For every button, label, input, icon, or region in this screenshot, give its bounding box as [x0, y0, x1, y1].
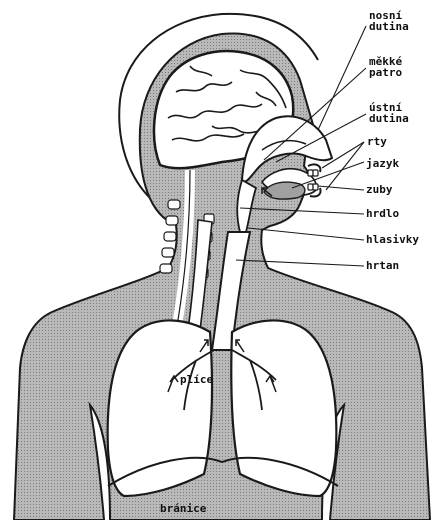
label-ustni-line2: dutina: [369, 113, 409, 124]
label-ustni-dutina: ústní dutina: [369, 102, 409, 124]
right-lung: [231, 320, 336, 496]
label-nosni-line2: dutina: [369, 21, 409, 32]
label-jazyk: jazyk: [366, 158, 399, 169]
label-zuby: zuby: [366, 184, 393, 195]
label-hrdlo: hrdlo: [366, 208, 399, 219]
label-hlasivky: hlasivky: [366, 234, 419, 245]
label-hrtan: hrtan: [366, 260, 399, 271]
label-mekke-patro: měkké patro: [369, 56, 402, 78]
label-nosni-dutina: nosní dutina: [369, 10, 409, 32]
label-branice: bránice: [160, 503, 206, 514]
label-rty: rty: [367, 136, 387, 147]
left-lung: [108, 320, 212, 496]
label-plice: plíce: [180, 374, 213, 385]
label-mekke-line2: patro: [369, 67, 402, 78]
